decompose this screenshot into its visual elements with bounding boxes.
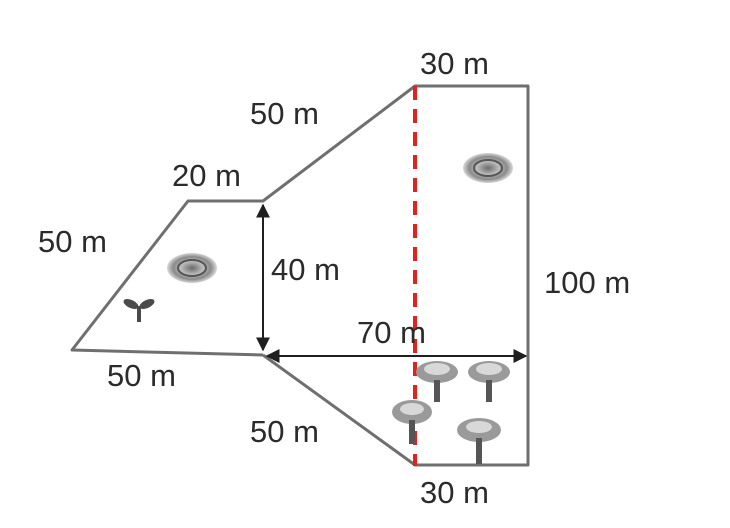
tree-icon	[392, 400, 432, 444]
pond-icon	[463, 153, 513, 183]
pond-icon	[167, 253, 217, 283]
label-bottom-left-width: 50 m	[107, 358, 176, 393]
label-left-slant: 50 m	[38, 224, 107, 259]
label-middle-width: 70 m	[357, 315, 426, 350]
label-top-left-width: 20 m	[172, 158, 241, 193]
label-left-height: 40 m	[271, 252, 340, 287]
sprout-icon	[123, 299, 155, 322]
label-upper-slant: 50 m	[250, 96, 319, 131]
tree-icon	[457, 418, 501, 464]
label-right-height: 100 m	[544, 265, 630, 300]
label-top-right-width: 30 m	[420, 46, 489, 81]
label-lower-slant: 50 m	[250, 414, 319, 449]
tree-icon	[416, 361, 458, 402]
label-bottom-right-width: 30 m	[420, 475, 489, 510]
tree-icon	[468, 361, 510, 402]
